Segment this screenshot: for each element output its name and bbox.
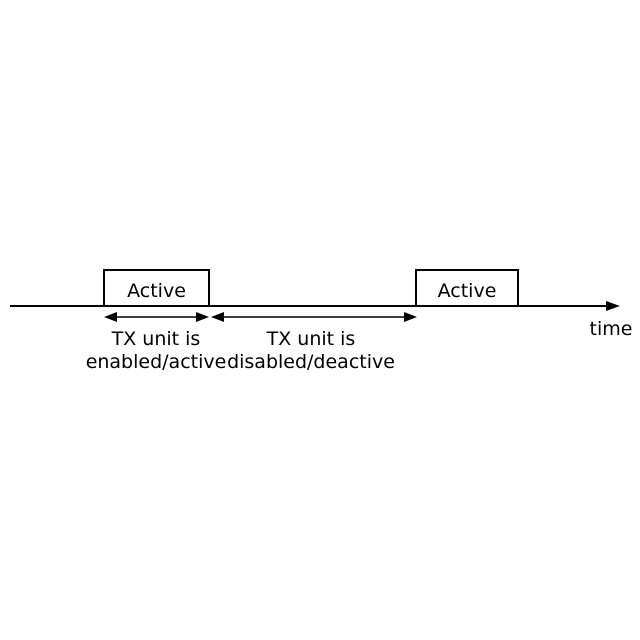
pulse-block-1: Active <box>103 269 210 307</box>
annotation-disabled-line2: disabled/deactive <box>227 351 395 373</box>
time-axis-arrowhead <box>606 301 620 311</box>
dimension-arrow-enabled <box>104 312 209 322</box>
annotation-enabled-line2: enabled/active <box>86 351 227 373</box>
annotation-enabled-line1: TX unit is <box>111 328 201 350</box>
time-axis-label: time <box>590 318 633 340</box>
dimension-arrowhead-left-disabled <box>211 312 224 322</box>
pulse-box-1 <box>103 269 210 307</box>
pulse-block-2: Active <box>415 269 519 307</box>
pulse-box-2 <box>415 269 519 307</box>
annotation-enabled: TX unit is enabled/active <box>86 328 227 373</box>
dimension-arrowhead-left-enabled <box>104 312 117 322</box>
annotation-disabled: TX unit is disabled/deactive <box>227 328 395 373</box>
annotation-disabled-line1: TX unit is <box>266 328 356 350</box>
dimension-arrow-disabled <box>211 312 417 322</box>
dimension-arrowhead-right-disabled <box>404 312 417 322</box>
pulse-label-1: Active <box>127 280 186 302</box>
pulse-label-2: Active <box>438 280 497 302</box>
dimension-arrowhead-right-enabled <box>196 312 209 322</box>
